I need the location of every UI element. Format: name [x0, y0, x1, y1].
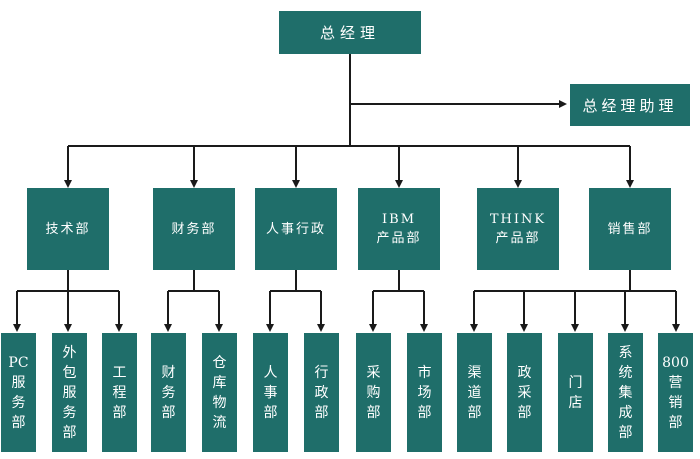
subunit-finance: 财务部 [151, 333, 186, 452]
subunit-800-marketing: 800 营销部 [658, 333, 693, 452]
char: 人 [263, 364, 278, 381]
char: 门 [568, 374, 583, 391]
char: 部 [161, 404, 176, 421]
dept-finance-label: 财务部 [171, 221, 217, 237]
char: 务 [62, 404, 77, 421]
char: 服 [62, 384, 77, 401]
dept-finance: 财务部 [153, 188, 235, 270]
dept-tech-label: 技术部 [45, 221, 91, 237]
char: 政 [517, 364, 532, 381]
general-manager-box: 总经理 [279, 11, 421, 54]
char: 服 [11, 374, 26, 391]
dept-hr: 人事行政 [255, 188, 337, 270]
char: 工 [112, 364, 127, 381]
char: 行 [314, 364, 329, 381]
char: 物 [212, 394, 227, 411]
char: 部 [263, 404, 278, 421]
char: 部 [618, 424, 633, 441]
char: 销 [668, 394, 683, 411]
char: 财 [161, 364, 176, 381]
subunit-warehouse-logistics: 仓库物流 [202, 333, 237, 452]
char: 部 [314, 404, 329, 421]
subunit-store: 门店 [558, 333, 593, 452]
subunit-outsourcing-service: 外包服务部 [52, 333, 87, 452]
char: 市 [417, 364, 432, 381]
char: 务 [11, 394, 26, 411]
char: 系 [618, 344, 633, 361]
char: 采 [366, 364, 381, 381]
char: 成 [618, 404, 633, 421]
subunit-engineering: 工程部 [102, 333, 137, 452]
general-manager-label: 总经理 [319, 24, 380, 42]
char: 店 [568, 394, 583, 411]
dept-sales: 销售部 [589, 188, 671, 270]
char: 800 [662, 354, 689, 371]
dept-think: THINK 产品部 [477, 188, 559, 270]
char: 事 [263, 384, 278, 401]
char: PC [8, 354, 29, 371]
char: 外 [62, 344, 77, 361]
char: 部 [417, 404, 432, 421]
subunit-channel: 渠道部 [457, 333, 492, 452]
dept-think-label-2: 产品部 [495, 231, 541, 246]
char: 部 [517, 404, 532, 421]
char: 集 [618, 384, 633, 401]
char: 部 [467, 404, 482, 421]
dept-hr-label: 人事行政 [265, 221, 326, 237]
char: 部 [11, 414, 26, 431]
dept-ibm-label-2: 产品部 [376, 231, 422, 246]
char: 仓 [212, 354, 227, 371]
dept-tech: 技术部 [27, 188, 109, 270]
char: 政 [314, 384, 329, 401]
dept-think-label-1: THINK [489, 212, 547, 227]
char: 营 [668, 374, 683, 391]
char: 购 [366, 384, 381, 401]
char: 道 [467, 384, 482, 401]
char: 场 [417, 384, 432, 401]
char: 部 [112, 404, 127, 421]
dept-sales-label: 销售部 [607, 221, 653, 237]
subunit-system-integration: 系统集成部 [608, 333, 643, 452]
subunit-administration: 行政部 [304, 333, 339, 452]
char: 部 [366, 404, 381, 421]
char: 采 [517, 384, 532, 401]
dept-ibm: IBM 产品部 [358, 188, 440, 270]
char: 务 [161, 384, 176, 401]
char: 库 [212, 374, 227, 391]
subunit-marketing: 市场部 [407, 333, 442, 452]
char: 部 [668, 414, 683, 431]
char: 包 [62, 364, 77, 381]
assistant-manager-box: 总经理助理 [570, 84, 690, 126]
assistant-manager-label: 总经理助理 [582, 96, 678, 115]
char: 统 [618, 364, 633, 381]
subunit-personnel: 人事部 [253, 333, 288, 452]
char: 渠 [467, 364, 482, 381]
char: 程 [112, 384, 127, 401]
subunit-pc-service: PC 服务部 [1, 333, 36, 452]
subunit-procurement: 采购部 [356, 333, 391, 452]
dept-ibm-label-1: IBM [382, 212, 416, 227]
char: 流 [212, 414, 227, 431]
char: 部 [62, 424, 77, 441]
subunit-gov-procurement: 政采部 [507, 333, 542, 452]
